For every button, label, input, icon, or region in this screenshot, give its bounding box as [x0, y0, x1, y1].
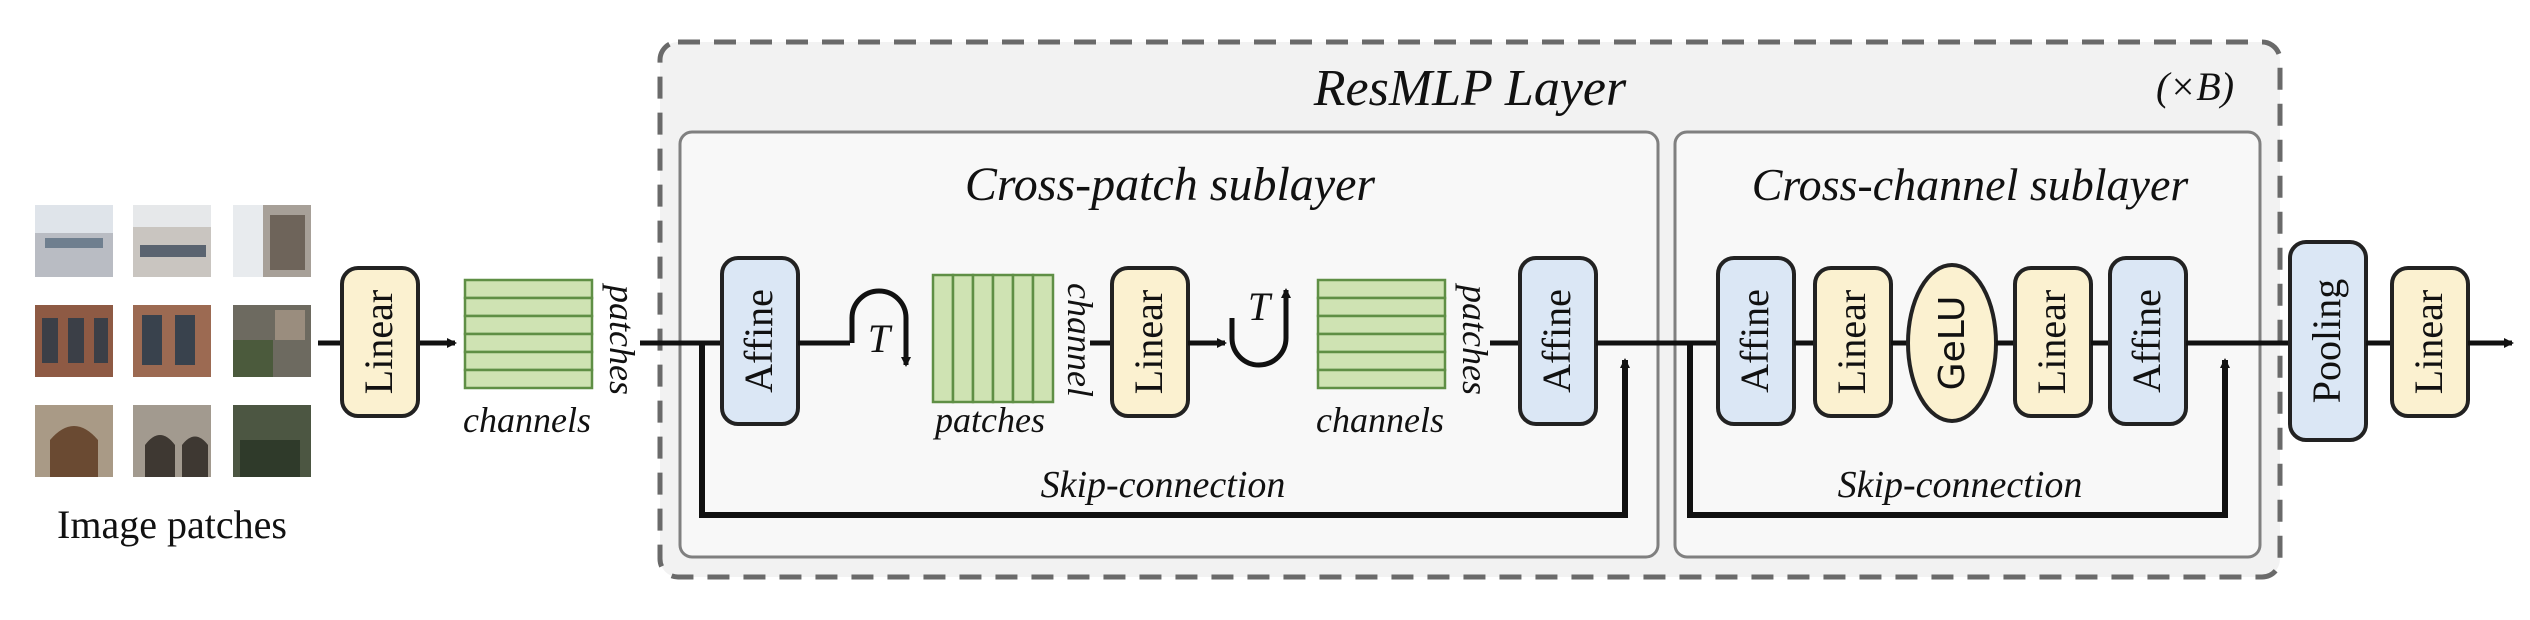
linear-block-output-label: Linear [2406, 290, 2451, 394]
repeat-count-label: (×B) [2156, 64, 2234, 109]
image-patches-label: Image patches [57, 502, 287, 547]
tensor-patches-channels-1 [463, 278, 594, 390]
transpose-arrow-1 [849, 288, 911, 367]
cross-channel-title: Cross-channel sublayer [1752, 159, 2190, 210]
transpose-arrow-2 [1229, 288, 1291, 368]
tensor3-bottom-label: channels [1316, 400, 1444, 440]
affine-block-2-label: Affine [1534, 289, 1579, 393]
skip-connection-2-label: Skip-connection [1838, 464, 2083, 506]
affine-block-4-label: Affine [2124, 289, 2169, 393]
tensor2-bottom-label: patches [932, 400, 1045, 440]
tensor1-side-label: patches [602, 282, 642, 395]
tensor-channel-patches [931, 273, 1055, 404]
tensor3-side-label: patches [1455, 282, 1495, 395]
image-patches-grid [35, 205, 311, 477]
transpose-label-2: T [1248, 284, 1273, 329]
cross-patch-title: Cross-patch sublayer [965, 158, 1376, 211]
tensor1-bottom-label: channels [463, 400, 591, 440]
skip-connection-1-label: Skip-connection [1041, 464, 1286, 506]
transpose-label-1: T [868, 316, 893, 361]
linear-block-channel-1-label: Linear [1829, 290, 1874, 394]
affine-block-1-label: Affine [736, 289, 781, 393]
linear-block-patch-label: Linear [1126, 290, 1171, 394]
resmlp-layer-title: ResMLP Layer [1313, 60, 1627, 117]
affine-block-3-label: Affine [1732, 289, 1777, 393]
skip-connection-2 [1687, 343, 2230, 518]
skip-connection-1 [699, 343, 1630, 518]
tensor-patches-channels-2 [1316, 278, 1447, 390]
linear-block-input [340, 266, 420, 418]
pooling-block-label: Pooling [2304, 279, 2349, 403]
linear-block-channel-2-label: Linear [2029, 290, 2074, 394]
linear-block-input-label: Linear [356, 290, 401, 394]
gelu-label: GeLU [1932, 296, 1973, 391]
tensor2-side-label: channel [1060, 283, 1100, 397]
